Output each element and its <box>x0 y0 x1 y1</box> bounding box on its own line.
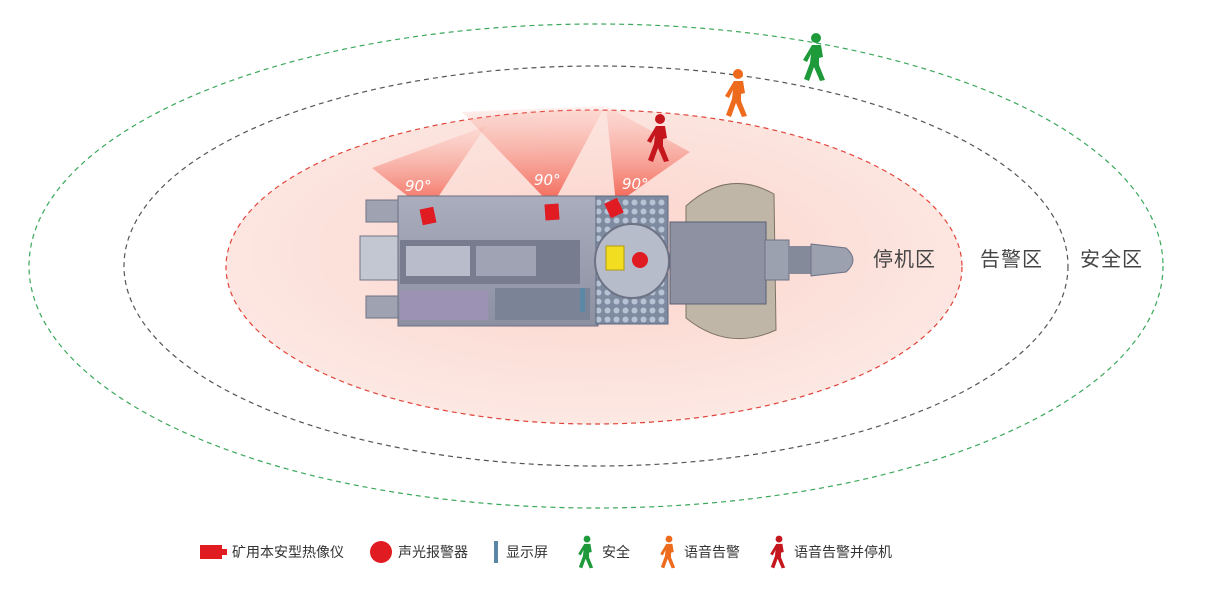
legend-item-safe: 安全 <box>574 535 630 569</box>
legend-label: 语音告警并停机 <box>794 545 892 561</box>
legend-label: 矿用本安型热像仪 <box>232 545 344 561</box>
legend-label: 安全 <box>602 545 630 561</box>
legend-label: 显示屏 <box>506 545 548 561</box>
person-walking-icon <box>770 535 786 569</box>
safe-zone-boundary <box>28 23 1164 509</box>
legend-item-alarm: 声光报警器 <box>370 541 468 563</box>
camera-fov-cone <box>462 106 605 206</box>
camera-angle-label: 90° <box>534 171 561 189</box>
person-walking-icon <box>725 69 747 117</box>
stop-zone-label: 停机区 <box>873 247 936 271</box>
alarm-marker <box>632 252 648 268</box>
legend-item-display: 显示屏 <box>494 541 548 563</box>
legend-item-camera: 矿用本安型热像仪 <box>200 542 344 562</box>
thermal-camera <box>604 197 624 219</box>
thermal-camera <box>419 206 437 226</box>
camera-fov-cone <box>372 126 486 212</box>
safe-zone-label: 安全区 <box>1080 247 1143 271</box>
thermal-camera-icon <box>200 545 227 559</box>
legend-label: 语音告警 <box>684 545 740 561</box>
thermal-camera <box>544 203 560 221</box>
warning-zone-label: 告警区 <box>980 247 1043 271</box>
camera-angle-label: 90° <box>622 175 649 193</box>
alarm-icon <box>370 541 392 563</box>
legend-label: 声光报警器 <box>398 545 468 561</box>
display-marker <box>580 288 585 312</box>
legend-item-voice-alarm-stop: 语音告警并停机 <box>766 535 892 569</box>
display-icon <box>494 541 498 563</box>
legend: 矿用本安型热像仪 声光报警器 显示屏 安全 语音告警 语音告警并停机 <box>200 535 918 569</box>
person-walking-icon <box>578 535 594 569</box>
mining-machine <box>359 183 854 340</box>
legend-item-voice-alarm: 语音告警 <box>656 535 740 569</box>
warning-zone-boundary <box>123 65 1069 467</box>
person-walking-icon <box>803 33 825 81</box>
camera-fov-cone <box>606 106 690 204</box>
camera-angle-label: 90° <box>405 177 432 195</box>
person-walking-icon <box>660 535 676 569</box>
